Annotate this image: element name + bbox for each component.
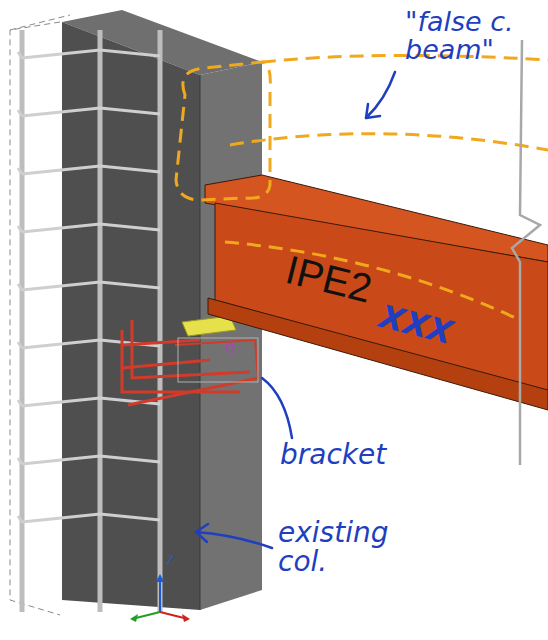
- anchor-marker: [226, 344, 234, 352]
- ipe-beam: [205, 175, 548, 410]
- rebar-tie: [18, 50, 160, 58]
- rebar-tie: [18, 514, 160, 522]
- rebar-tie: [18, 166, 160, 174]
- rebar-cage: [18, 30, 160, 612]
- rebar-tie: [18, 282, 160, 290]
- column-envelope: [10, 15, 70, 615]
- strike-out-mark: XXX: [376, 300, 471, 354]
- annotation-note: bracket: [280, 440, 410, 469]
- rebar-bar: [158, 30, 163, 612]
- axis-gizmo: [130, 574, 190, 622]
- annotation-note: "false c. beam": [405, 8, 535, 65]
- break-line: [512, 40, 540, 465]
- rebar-tie: [18, 224, 160, 232]
- rebar-tie: [18, 456, 160, 464]
- rebar-bar: [98, 30, 103, 612]
- annotation-leaders: [196, 72, 395, 548]
- rebar-tie: [18, 108, 160, 116]
- axis-label: Z: [167, 554, 187, 567]
- false-beam-outline: [176, 55, 548, 320]
- annotation-note: existing col.: [278, 518, 428, 577]
